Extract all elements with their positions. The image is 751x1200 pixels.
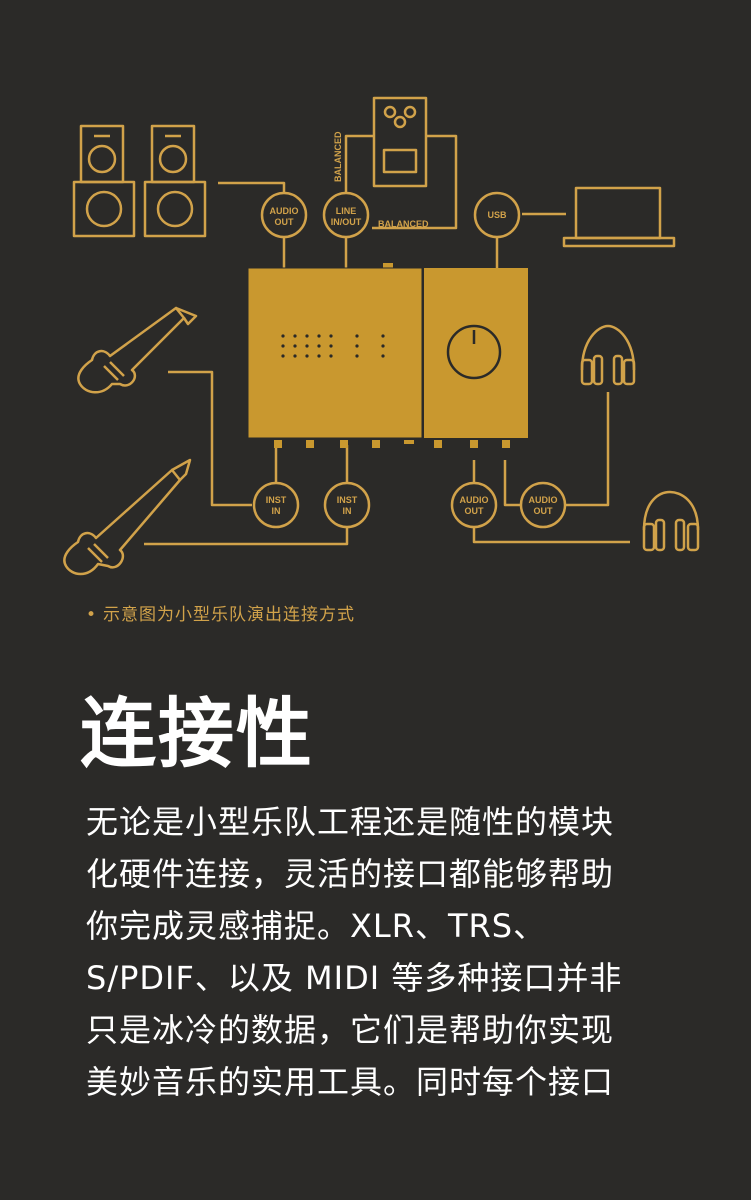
speaker-cable (218, 181, 286, 193)
audio-out-top-label-2: OUT (275, 217, 295, 227)
line-in-out-label-2: IN/OUT (331, 217, 362, 227)
audio-out-b1-label-1: AUDIO (460, 495, 489, 505)
section-title: 连接性 (80, 689, 314, 778)
caption-text: 示意图为小型乐队演出连接方式 (103, 605, 356, 625)
inst-in-1-label-1: INST (266, 495, 287, 505)
speaker-right-icon (143, 124, 207, 238)
pedal-cable-1 (344, 134, 374, 193)
inst-in-2-label-1: INST (337, 495, 358, 505)
caption-bullet: • (86, 605, 98, 625)
laptop-icon (562, 186, 676, 248)
body-paragraph: 无论是小型乐队工程还是随性的模块 化硬件连接，灵活的接口都能够帮助 你完成灵感捕… (86, 796, 686, 1108)
body-line: 化硬件连接，灵活的接口都能够帮助 (86, 855, 615, 893)
usb-label: USB (487, 210, 507, 220)
audio-out-top-label-1: AUDIO (270, 206, 299, 216)
body-line: 美妙音乐的实用工具。同时每个接口 (86, 1063, 615, 1101)
body-line: 无论是小型乐队工程还是随性的模块 (86, 803, 615, 841)
guitar-1-cable (168, 370, 252, 507)
body-line: 你完成灵感捕捉。XLR、TRS、 (86, 907, 547, 945)
balanced-horizontal-label: BALANCED (378, 219, 429, 229)
inst-in-2-label-2: IN (343, 506, 352, 516)
headphone-2-cable (472, 527, 630, 544)
audio-out-b2-label-2: OUT (534, 506, 554, 516)
diagram-caption: •示意图为小型乐队演出连接方式 (86, 600, 355, 625)
guitar-top-icon (77, 306, 198, 394)
audio-out-b2-to-device (503, 460, 521, 507)
effects-pedal-icon (372, 96, 428, 188)
headphones-bottom-icon (642, 490, 700, 552)
headphone-1-cable (565, 392, 610, 507)
audio-interface-device (247, 263, 528, 448)
audio-out-b1-label-2: OUT (465, 506, 485, 516)
balanced-vertical-label: BALANCED (333, 131, 343, 182)
guitar-2-cable (144, 527, 349, 546)
pedal-cable-2 (372, 134, 458, 230)
inst-in-1-label-2: IN (272, 506, 281, 516)
connection-diagram: AUDIO OUT LINE IN/OUT USB INST IN INST I… (63, 96, 700, 576)
speaker-left-icon (72, 124, 136, 238)
headphones-top-icon (580, 324, 636, 386)
body-line: S/PDIF、以及 MIDI 等多种接口并非 (86, 959, 623, 997)
audio-out-b2-label-1: AUDIO (529, 495, 558, 505)
line-in-out-label-1: LINE (336, 206, 357, 216)
body-line: 只是冰冷的数据，它们是帮助你实现 (86, 1011, 615, 1049)
guitar-bottom-icon (63, 458, 192, 576)
